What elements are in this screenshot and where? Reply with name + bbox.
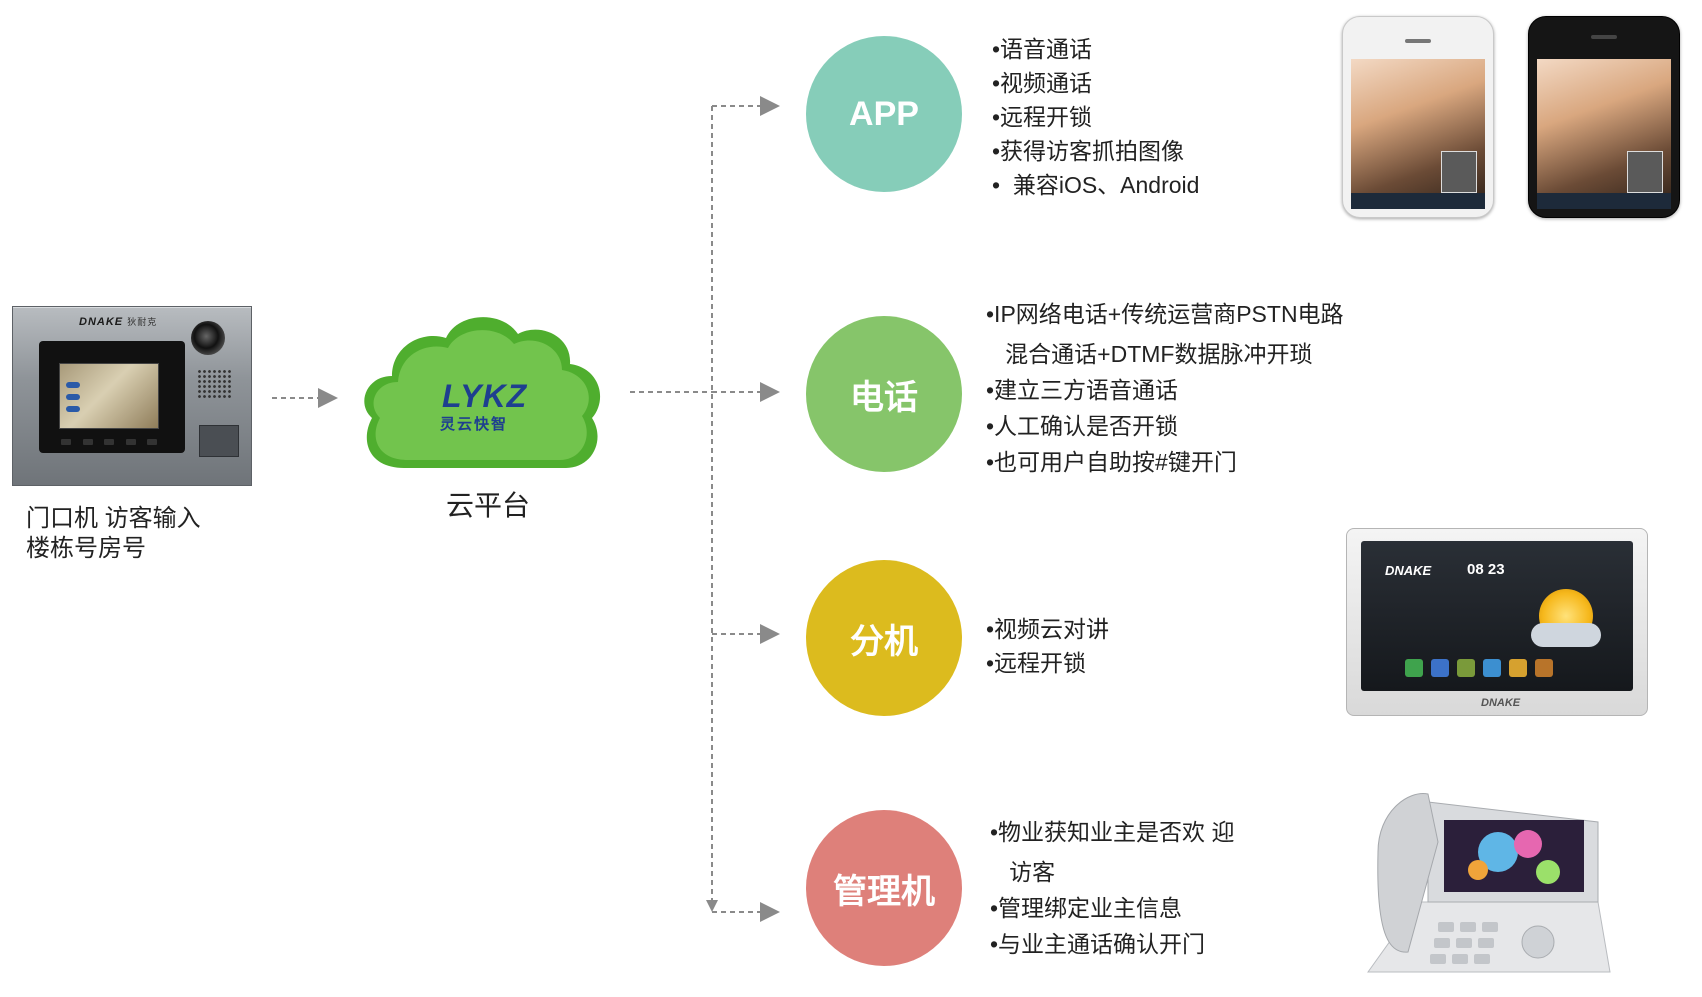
door-station-keys <box>61 439 157 447</box>
cloud-shape <box>364 317 601 468</box>
node-telephone-circle: 电话 <box>806 316 962 472</box>
monitor-screen: DNAKE 08 23 <box>1361 541 1633 691</box>
node-manager-label: 管理机 <box>833 872 935 911</box>
door-station-brand: DNAKE 狄耐克 <box>79 316 158 328</box>
feature-item: •视频通话 <box>992 70 1093 96</box>
cloud-platform-label: 云平台 <box>446 490 531 521</box>
door-station-screen <box>59 363 159 429</box>
feature-item: •IP网络电话+传统运营商PSTN电路 <box>986 301 1344 327</box>
screen-menu-icon <box>66 406 80 412</box>
node-app-circle: APP <box>806 36 962 192</box>
camera-icon <box>191 321 225 355</box>
node-telephone-label: 电话 <box>850 378 918 417</box>
feature-item: •管理绑定业主信息 <box>990 895 1183 921</box>
pip-preview-icon <box>1627 151 1663 193</box>
phone-call-bar <box>1537 193 1671 209</box>
feature-item: •语音通话 <box>992 36 1093 62</box>
feature-item: •与业主通话确认开门 <box>990 931 1206 957</box>
trunk-end-arrowhead <box>706 900 718 912</box>
card-reader-icon <box>199 425 239 457</box>
feature-item: •远程开锁 <box>992 104 1093 130</box>
cloud-weather-icon <box>1531 623 1601 647</box>
feature-item: • 兼容iOS、Android <box>992 172 1200 198</box>
feature-item: •远程开锁 <box>986 650 1087 676</box>
door-station-caption: 门口机 访客输入 楼栋号房号 <box>26 505 201 562</box>
node-manager-circle: 管理机 <box>806 810 962 966</box>
screen-menu-icon <box>66 394 80 400</box>
monitor-brand: DNAKE <box>1385 563 1432 578</box>
telephone-feature-list: •IP网络电话+传统运营商PSTN电路 混合通话+DTMF数据脉冲开琐 •建立三… <box>986 296 1344 480</box>
feature-item: 访客 <box>990 859 1056 885</box>
app-feature-list: •语音通话 •视频通话 •远程开锁 •获得访客抓拍图像 • 兼容iOS、Andr… <box>992 32 1199 202</box>
video-desk-phone-icon <box>1367 793 1611 973</box>
node-extension-circle: 分机 <box>806 560 962 716</box>
speaker-grille-icon <box>197 369 233 399</box>
door-station-device: DNAKE 狄耐克 <box>12 306 252 486</box>
extension-feature-list: •视频云对讲 •远程开锁 <box>986 612 1109 680</box>
phone-video-screen <box>1351 59 1485 209</box>
indoor-monitor-icon: DNAKE 08 23 DNAKE <box>1346 528 1648 716</box>
feature-item: •获得访客抓拍图像 <box>992 138 1185 164</box>
feature-item: •物业获知业主是否欢 迎 <box>990 819 1235 845</box>
phone-call-bar <box>1351 193 1485 209</box>
node-app-label: APP <box>849 94 919 133</box>
feature-item: •也可用户自助按#键开门 <box>986 449 1237 475</box>
monitor-clock: 08 23 <box>1467 561 1505 578</box>
pip-preview-icon <box>1441 151 1477 193</box>
cloud-logo-text: LYKZ <box>442 378 528 414</box>
smartphone-icon <box>1528 16 1680 218</box>
monitor-footer-brand: DNAKE <box>1481 697 1521 709</box>
cloud-logo-cn: 灵云快智 <box>440 416 509 433</box>
smartphone-icon <box>1342 16 1494 218</box>
feature-item: •建立三方语音通话 <box>986 377 1179 403</box>
screen-menu-icon <box>66 382 80 388</box>
phone-video-screen <box>1537 59 1671 209</box>
feature-item: •人工确认是否开锁 <box>986 413 1179 439</box>
manager-feature-list: •物业获知业主是否欢 迎 访客 •管理绑定业主信息 •与业主通话确认开门 <box>990 814 1234 962</box>
monitor-app-icons <box>1405 659 1553 677</box>
feature-item: 混合通话+DTMF数据脉冲开琐 <box>986 341 1313 367</box>
node-extension-label: 分机 <box>850 622 918 661</box>
feature-item: •视频云对讲 <box>986 616 1110 642</box>
